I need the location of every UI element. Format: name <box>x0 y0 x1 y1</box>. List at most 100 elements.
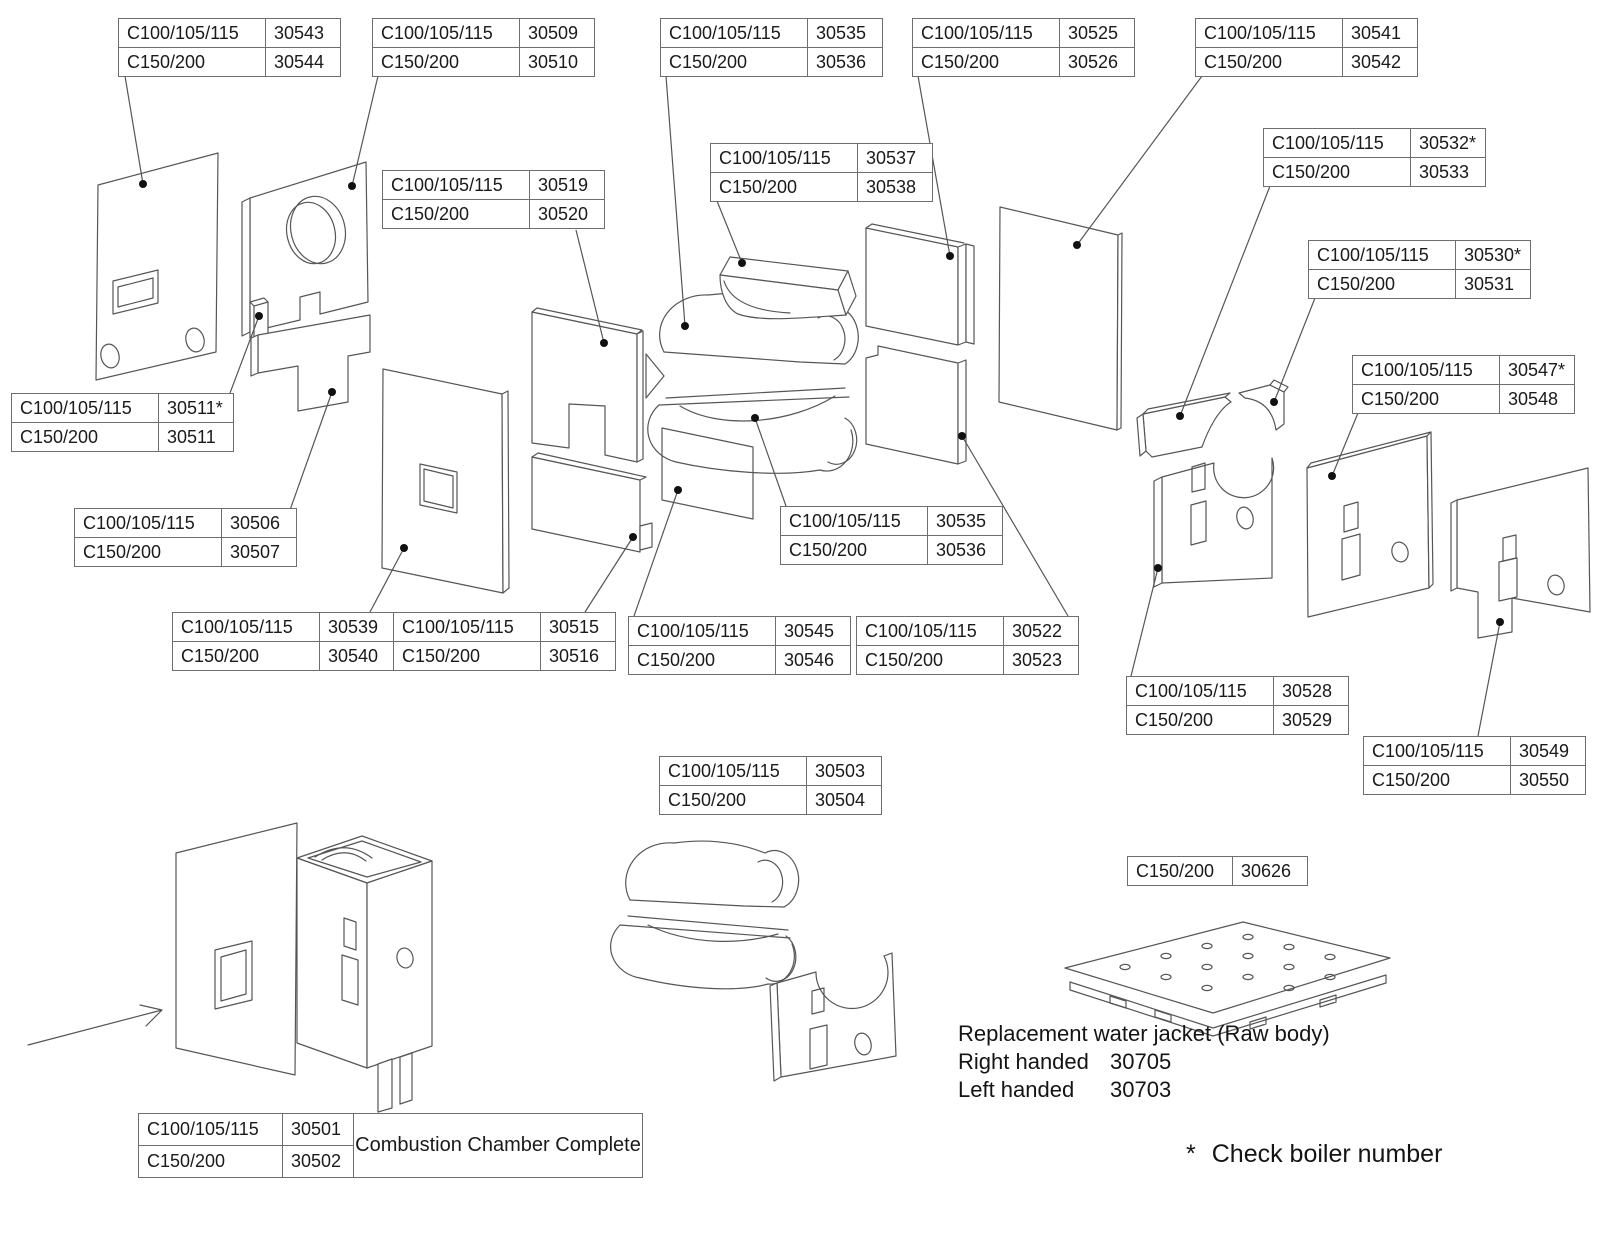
part-number: 30504 <box>815 790 866 810</box>
model-label: C150/200 <box>373 48 520 76</box>
model-label: C150/200 <box>1127 706 1274 734</box>
part-number: 30515 <box>549 617 600 637</box>
handed-part-number: 30703 <box>1110 1077 1172 1102</box>
model-label: C100/105/115 <box>1127 677 1274 705</box>
part-number: 30525 <box>1068 23 1119 43</box>
model-label: C100/105/115 <box>661 19 808 47</box>
half-cylinder-lower-30535-drawing <box>647 387 858 474</box>
model-label: C100/105/115 <box>394 613 541 641</box>
model-label: C100/105/115 <box>1196 19 1343 47</box>
part-table-30503: C100/105/115 30503 C150/200 30504 <box>659 756 882 815</box>
part-number: 30523 <box>1012 650 1063 670</box>
part-number: 30520 <box>538 204 589 224</box>
part-number: 30543 <box>274 23 325 43</box>
part-number: 30511 <box>167 427 216 447</box>
part-number: 30530* <box>1464 245 1522 265</box>
asterisk-marker: * <box>1186 1140 1196 1168</box>
part-number: 30519 <box>538 175 589 195</box>
part-number: 30538 <box>866 177 917 197</box>
part-table-30530: C100/105/115 30530* C150/200 30531 <box>1308 240 1531 299</box>
model-label: C100/105/115 <box>12 394 159 422</box>
model-label: C150/200 <box>1309 270 1456 298</box>
model-label: C100/105/115 <box>660 757 807 785</box>
part-number: 30536 <box>936 540 987 560</box>
slab-30522-drawing <box>865 345 967 465</box>
part-number: 30531 <box>1464 274 1515 294</box>
part-number: 30546 <box>784 650 835 670</box>
part-number: 30550 <box>1519 770 1570 790</box>
part-number: 30536 <box>816 52 867 72</box>
model-label: C150/200 <box>711 173 858 201</box>
part-number: 30506 <box>230 513 281 533</box>
part-number: 30549 <box>1519 741 1570 761</box>
model-label: C100/105/115 <box>1309 241 1456 269</box>
note-title: Replacement water jacket (Raw body) <box>958 1021 1330 1046</box>
part-number: 30503 <box>815 761 866 781</box>
model-label: C100/105/115 <box>913 19 1060 47</box>
part-number: 30501 <box>283 1114 354 1145</box>
plate-30528-drawing <box>1153 457 1275 588</box>
model-label: C150/200 <box>913 48 1060 76</box>
assembly-description: Combustion Chamber Complete <box>355 1134 641 1156</box>
check-boiler-footnote: * Check boiler number <box>1186 1140 1442 1169</box>
model-label: C100/105/115 <box>629 617 776 645</box>
footnote-text: Check boiler number <box>1211 1140 1443 1168</box>
wedge-30537-drawing <box>719 256 857 320</box>
model-label: C100/105/115 <box>75 509 222 537</box>
model-label: C150/200 <box>1128 857 1233 885</box>
model-label: C100/105/115 <box>1264 129 1411 157</box>
model-label: C150/200 <box>661 48 808 76</box>
part-number: 30511* <box>167 398 223 418</box>
part-number: 30545 <box>784 621 835 641</box>
model-label: C150/200 <box>173 642 320 670</box>
parts-drawings <box>27 152 1591 1113</box>
part-number: 30532* <box>1419 133 1477 153</box>
model-label: C150/200 <box>383 200 530 228</box>
model-label: C150/200 <box>394 642 541 670</box>
model-label: C150/200 <box>629 646 776 674</box>
part-number: 30510 <box>528 52 579 72</box>
corner-piece-30530-drawing <box>1238 379 1289 431</box>
bracket-30506-drawing <box>250 314 371 412</box>
part-number: 30528 <box>1282 681 1333 701</box>
panel-30519-drawing <box>531 307 665 463</box>
part-number: 30533 <box>1419 162 1470 182</box>
model-label: C100/105/115 <box>373 19 520 47</box>
panel-30539-drawing <box>381 368 510 594</box>
handed-label: Right handed <box>958 1049 1089 1074</box>
model-label: C150/200 <box>1264 158 1411 186</box>
model-label: C100/105/115 <box>711 144 858 172</box>
part-number: 30548 <box>1508 389 1559 409</box>
slab-30515-drawing <box>531 452 653 553</box>
model-label: C100/105/115 <box>119 19 266 47</box>
water-jacket-note: Replacement water jacket (Raw body) Righ… <box>958 1020 1330 1104</box>
part-number: 30539 <box>328 617 379 637</box>
half-cylinder-pair-30503-drawing <box>610 840 800 990</box>
model-label: C150/200 <box>857 646 1004 674</box>
model-label: C100/105/115 <box>1353 356 1500 384</box>
part-table-30545: C100/105/115 30545 C150/200 30546 <box>628 616 851 675</box>
model-label: C150/200 <box>1364 766 1511 794</box>
part-number: 30544 <box>274 52 325 72</box>
water-jacket-plate-30626-drawing <box>1064 921 1391 1037</box>
panel-30549-drawing <box>1450 467 1591 639</box>
model-label: C100/105/115 <box>781 507 928 535</box>
part-number: 30537 <box>866 148 917 168</box>
model-label: C150/200 <box>119 48 266 76</box>
panel-30509-drawing <box>241 161 369 337</box>
model-label: C150/200 <box>660 786 807 814</box>
model-label: C150/200 <box>1353 385 1500 413</box>
model-label: C100/105/115 <box>1364 737 1511 765</box>
